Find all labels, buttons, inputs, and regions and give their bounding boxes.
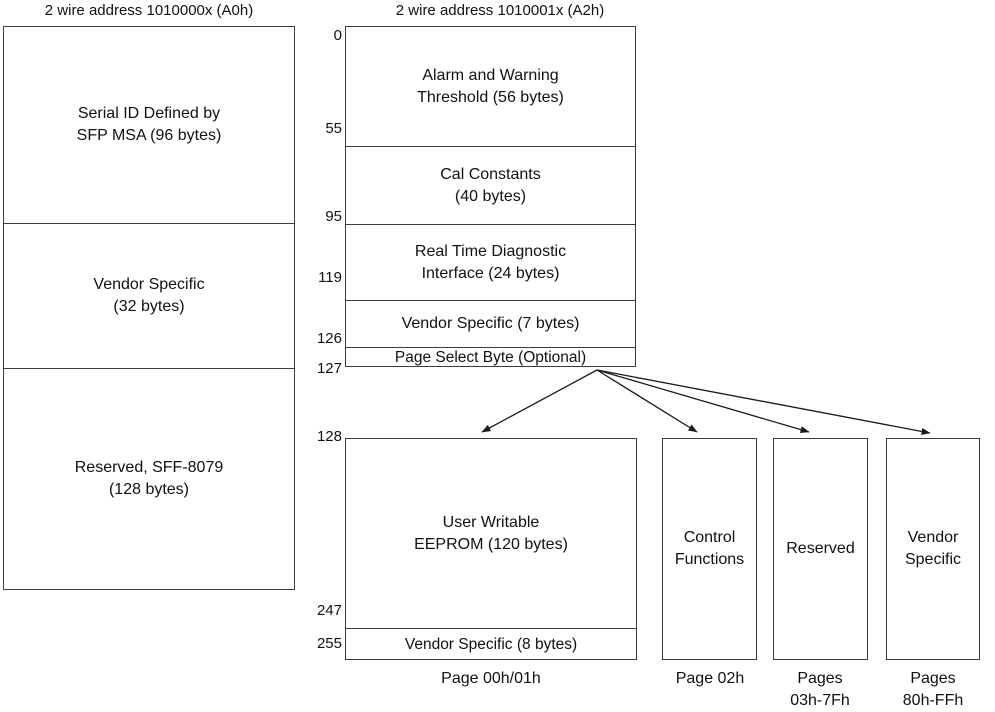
pages03-memory-box: Reserved bbox=[773, 438, 868, 660]
a0h-title: 2 wire address 1010000x (A0h) bbox=[44, 2, 254, 19]
a2h-address-119: 119 bbox=[318, 269, 342, 286]
page00-section-user-writable-eeprom: User Writable EEPROM (120 bytes) bbox=[346, 439, 636, 629]
pages03-caption: Pages 03h-7Fh bbox=[790, 670, 850, 709]
page02-memory-box: Control Functions bbox=[662, 438, 757, 660]
a2h-memory-box: Alarm and Warning Threshold (56 bytes) C… bbox=[345, 26, 636, 367]
a2h-address-95: 95 bbox=[325, 208, 342, 225]
page00-address-128: 128 bbox=[316, 428, 342, 445]
a2h-section-vendor-specific: Vendor Specific (7 bytes) bbox=[346, 301, 635, 348]
pages80-caption: Pages 80h-FFh bbox=[902, 670, 964, 709]
a2h-address-55: 55 bbox=[325, 120, 342, 137]
a0h-section-reserved-sff8079: Reserved, SFF-8079 (128 bytes) bbox=[74, 459, 224, 498]
page02-section-control-functions: Control Functions bbox=[674, 529, 745, 568]
arrow-to-page02 bbox=[596, 369, 698, 433]
page02-caption: Page 02h bbox=[675, 670, 745, 687]
page00-section-vendor-specific: Vendor Specific (8 bytes) bbox=[404, 635, 578, 653]
a2h-section-real-time-diagnostic: Real Time Diagnostic Interface (24 bytes… bbox=[346, 225, 635, 301]
page00-memory-box: User Writable EEPROM (120 bytes) Vendor … bbox=[345, 438, 637, 660]
a0h-memory-box: Serial ID Defined by SFP MSA (96 bytes) … bbox=[3, 26, 295, 590]
a0h-section-vendor-specific: Vendor Specific (32 bytes) bbox=[4, 224, 294, 369]
a2h-title: 2 wire address 1010001x (A2h) bbox=[395, 2, 605, 19]
arrow-to-pages80 bbox=[596, 369, 931, 435]
a2h-address-0: 0 bbox=[333, 27, 342, 44]
a0h-section-serial-id: Serial ID Defined by SFP MSA (96 bytes) bbox=[4, 27, 294, 224]
page00-caption: Page 00h/01h bbox=[441, 670, 541, 687]
page00-address-255: 255 bbox=[316, 635, 342, 652]
a2h-section-page-select-byte: Page Select Byte (Optional) bbox=[394, 348, 587, 366]
a2h-address-127: 127 bbox=[316, 360, 342, 377]
arrow-to-pages03 bbox=[596, 369, 810, 433]
pages80-memory-box: Vendor Specific bbox=[886, 438, 980, 660]
page00-address-247: 247 bbox=[316, 602, 342, 619]
a2h-section-cal-constants: Cal Constants (40 bytes) bbox=[346, 147, 635, 225]
arrow-to-page00 bbox=[481, 369, 598, 433]
pages03-section-reserved: Reserved bbox=[786, 540, 855, 557]
a2h-address-126: 126 bbox=[316, 330, 342, 347]
pages80-section-vendor-specific: Vendor Specific bbox=[904, 529, 962, 568]
a2h-section-alarm-warning: Alarm and Warning Threshold (56 bytes) bbox=[346, 27, 635, 147]
